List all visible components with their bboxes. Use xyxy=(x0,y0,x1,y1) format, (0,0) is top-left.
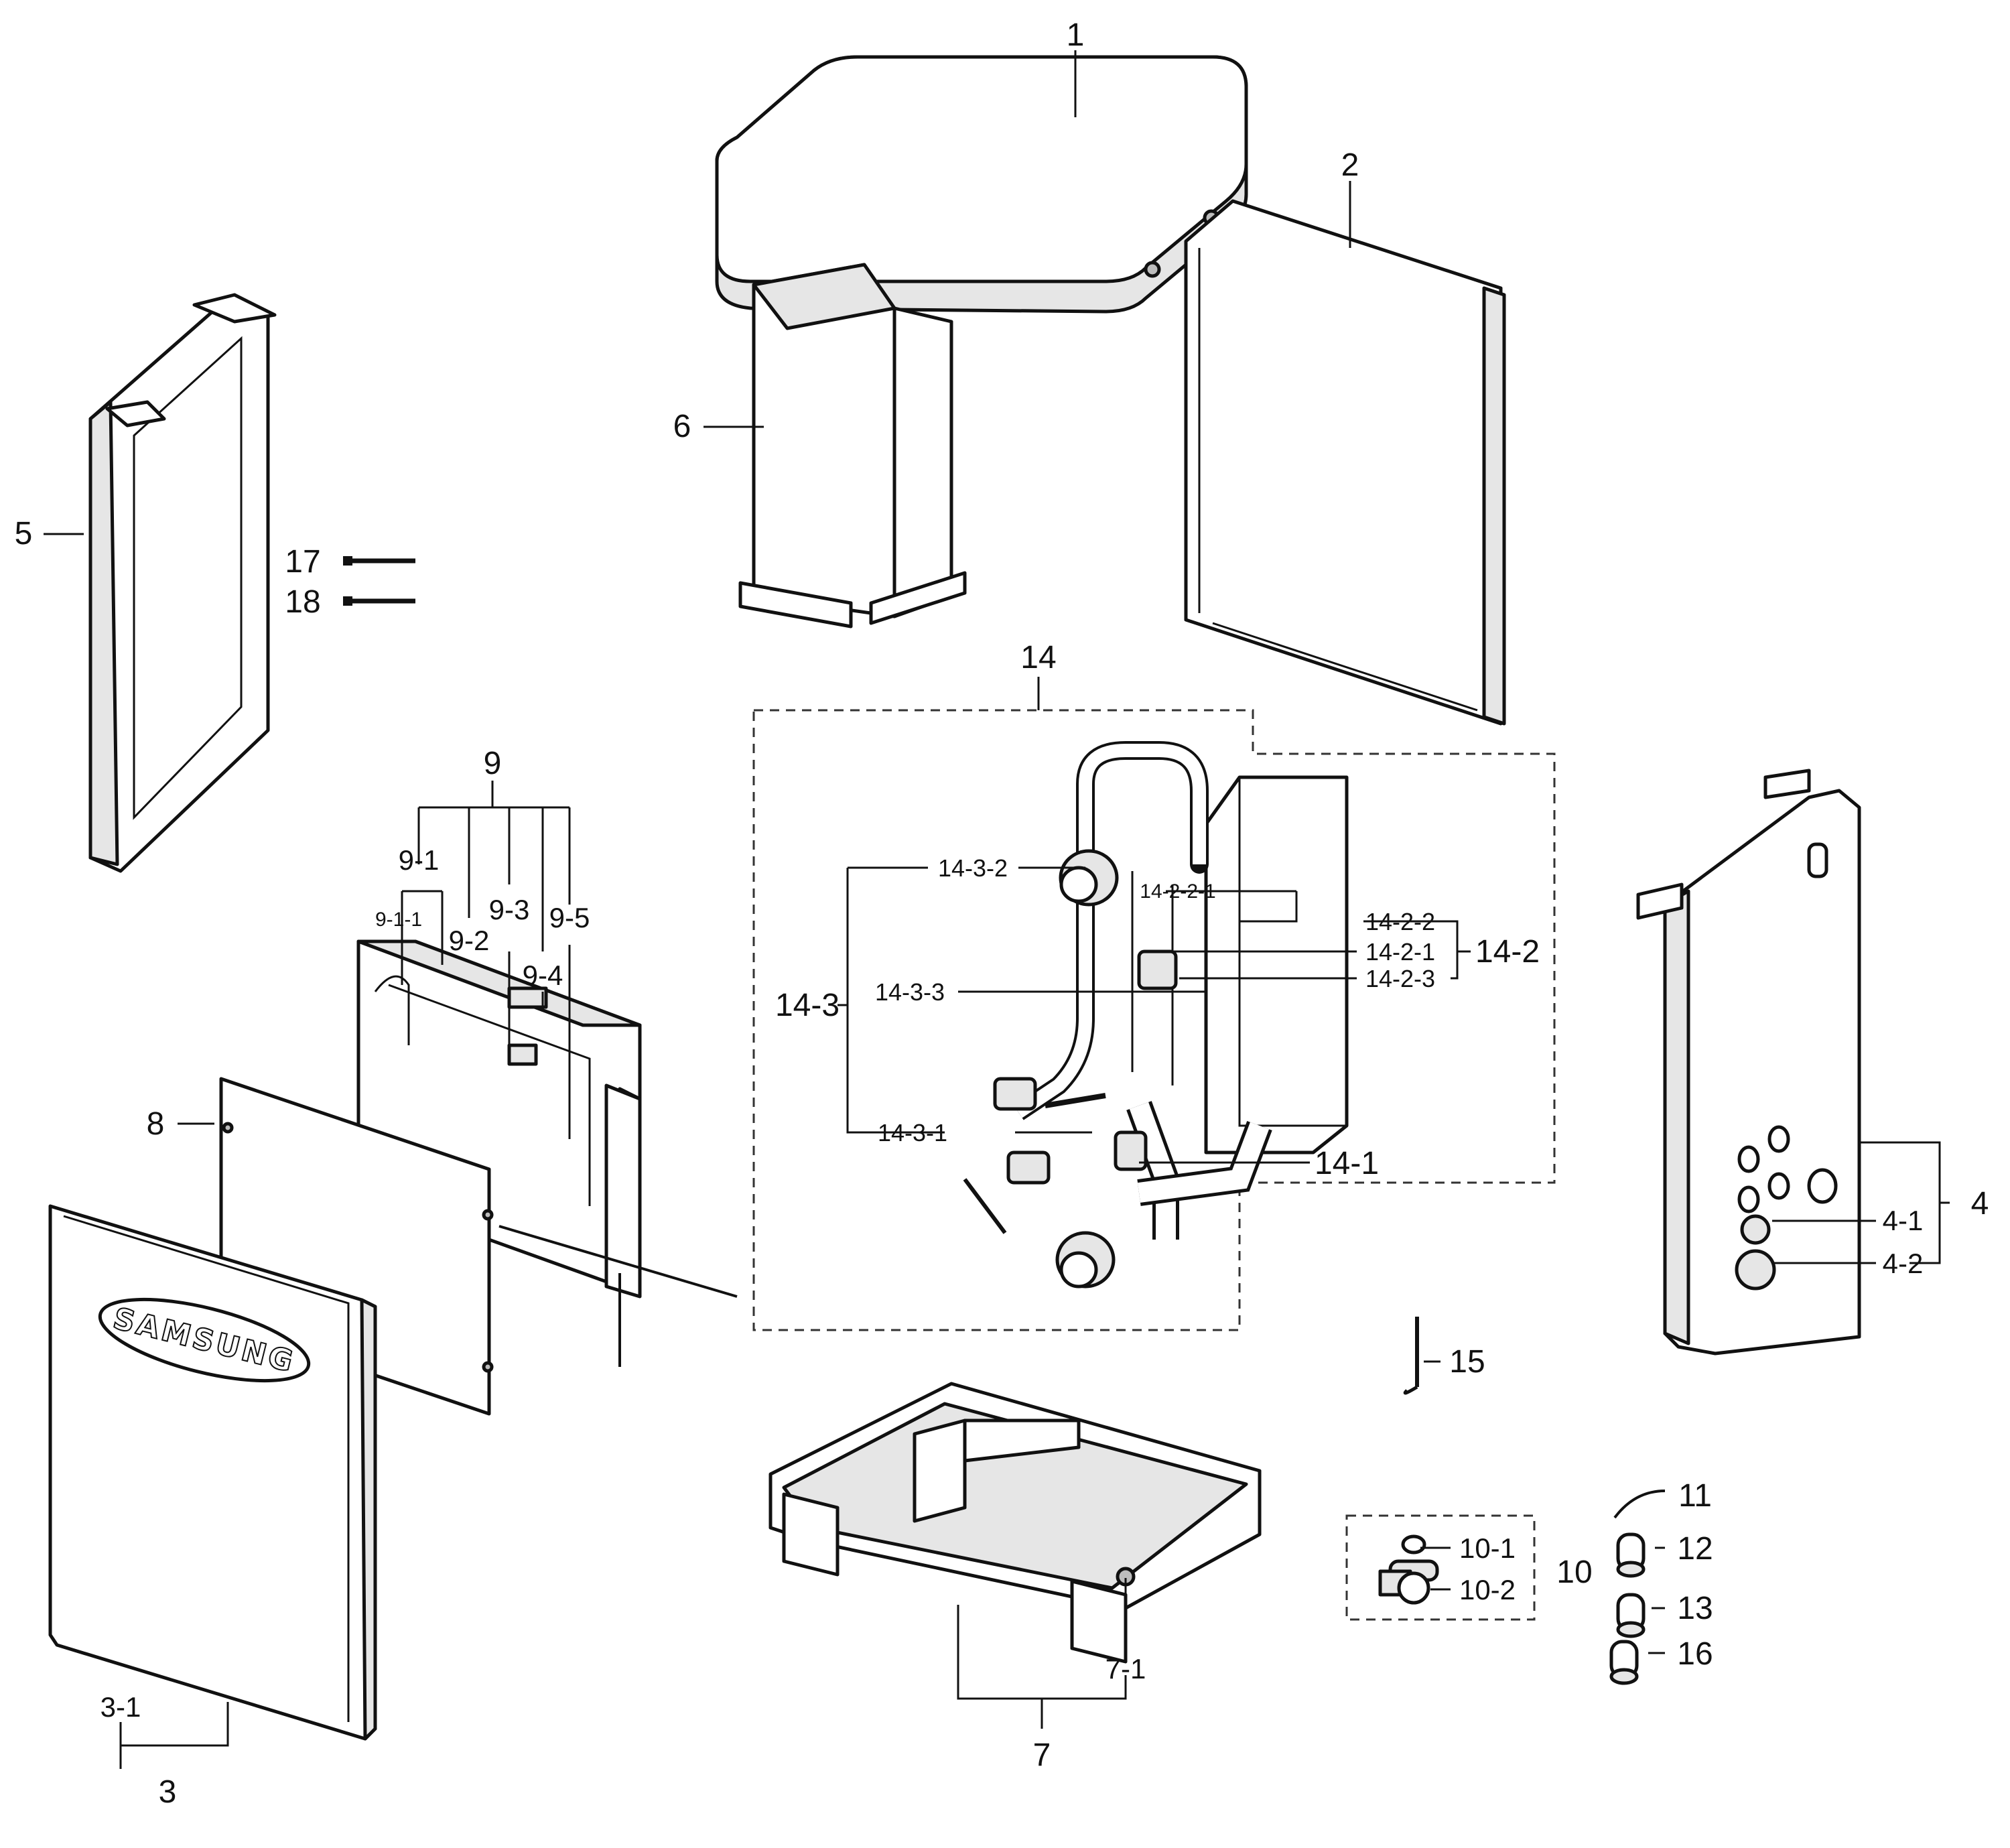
part-14-piping-assembly xyxy=(752,709,1556,1331)
callout-14-2-1: 14-2-1 xyxy=(1365,938,1435,966)
callout-14-1: 14-1 xyxy=(1315,1146,1379,1181)
callout-9-3: 9-3 xyxy=(489,894,530,925)
callout-1: 1 xyxy=(1067,17,1085,53)
part-5-left-frame xyxy=(88,293,277,873)
callout-14-2-2-1: 14-2-2-1 xyxy=(1140,880,1215,903)
part-16-fitting xyxy=(1609,1640,1639,1685)
part-4-right-panel xyxy=(1636,769,1861,1356)
callout-labels: 1 2 6 5 17 18 14 9 9-1 9-3 9-5 9-1-1 9-2… xyxy=(15,17,1989,1810)
callout-9-2: 9-2 xyxy=(449,925,490,956)
callout-14-3: 14-3 xyxy=(775,988,840,1023)
part-15-sensor xyxy=(1403,1317,1419,1395)
callout-4-1: 4-1 xyxy=(1883,1205,1924,1236)
part-2-rear-panel xyxy=(1184,199,1506,726)
part-11-wire xyxy=(1613,1490,1666,1519)
callout-8: 8 xyxy=(147,1106,165,1142)
callout-14-3-2: 14-3-2 xyxy=(938,854,1008,882)
callout-12: 12 xyxy=(1677,1531,1713,1567)
part-6-duct-box xyxy=(738,263,967,629)
callout-3: 3 xyxy=(159,1774,177,1810)
callout-9: 9 xyxy=(484,746,502,781)
callout-10-2: 10-2 xyxy=(1459,1574,1516,1605)
part-17-screw xyxy=(343,556,415,566)
callout-14: 14 xyxy=(1020,640,1056,675)
callout-17: 17 xyxy=(285,544,320,580)
callout-14-2-2: 14-2-2 xyxy=(1365,908,1435,935)
callout-14-2: 14-2 xyxy=(1475,934,1540,970)
callout-15: 15 xyxy=(1449,1344,1485,1380)
callout-7: 7 xyxy=(1033,1737,1051,1773)
part-13-fitting xyxy=(1616,1593,1646,1638)
callout-10-1: 10-1 xyxy=(1459,1532,1516,1564)
callout-9-5: 9-5 xyxy=(549,902,590,933)
callout-4: 4 xyxy=(1971,1186,1989,1222)
callout-9-1-1: 9-1-1 xyxy=(375,909,422,931)
callout-3-1: 3-1 xyxy=(100,1691,141,1723)
callout-7-1: 7-1 xyxy=(1106,1653,1146,1685)
callout-11: 11 xyxy=(1678,1478,1712,1514)
callout-16: 16 xyxy=(1677,1636,1713,1672)
callout-14-3-3: 14-3-3 xyxy=(875,978,945,1006)
callout-4-2: 4-2 xyxy=(1883,1248,1924,1279)
part-1-top-cover xyxy=(715,55,1248,314)
callout-6: 6 xyxy=(673,409,691,444)
callout-14-3-1: 14-3-1 xyxy=(878,1119,947,1146)
part-18-screw xyxy=(343,596,415,606)
callout-2: 2 xyxy=(1341,147,1359,183)
callout-9-4: 9-4 xyxy=(523,960,563,991)
part-10-drain-assembly xyxy=(1345,1514,1536,1621)
callout-13: 13 xyxy=(1677,1591,1713,1626)
callout-14-2-3: 14-2-3 xyxy=(1365,965,1435,992)
callout-18: 18 xyxy=(285,584,320,620)
callout-9-1: 9-1 xyxy=(399,844,440,876)
part-3-front-panel: SAMSUNG xyxy=(48,1204,377,1741)
part-12-fitting xyxy=(1616,1532,1646,1578)
callout-10: 10 xyxy=(1556,1555,1592,1590)
leader-lines xyxy=(44,50,1950,1769)
callout-5: 5 xyxy=(15,516,33,551)
part-7-base-pan xyxy=(768,1382,1262,1664)
